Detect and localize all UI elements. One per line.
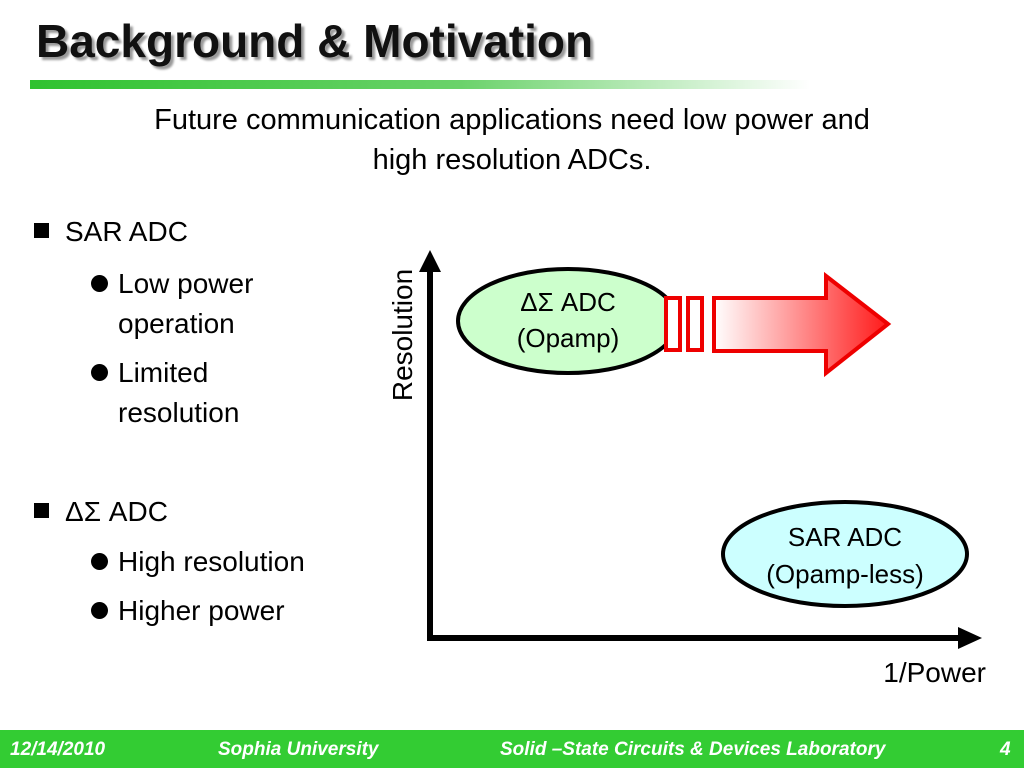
footer-date: 12/14/2010 <box>10 739 106 760</box>
delta-sigma-ellipse-line2: (Opamp) <box>517 323 620 353</box>
square-bullet-icon <box>34 503 49 518</box>
sar-ellipse-line1: SAR ADC <box>788 522 902 552</box>
subbullet-text: Limited resolution <box>118 357 240 428</box>
slide-subtitle: Future communication applications need l… <box>60 100 964 180</box>
footer-lab: Solid –State Circuits & Devices Laborato… <box>500 739 886 760</box>
subbullet-text: Higher power <box>118 595 285 626</box>
bullet-label: SAR ADC <box>65 216 188 247</box>
subtitle-line-2: high resolution ADCs. <box>372 144 652 176</box>
subbullet-low-power: Low power operation <box>91 264 308 344</box>
round-bullet-icon <box>91 602 108 619</box>
x-axis-arrowhead <box>958 627 982 649</box>
subtitle-line-1: Future communication applications need l… <box>154 104 870 136</box>
arrow-tail-bar-1 <box>664 296 682 352</box>
slide-title: Background & Motivation <box>36 15 594 67</box>
arrow-tail-bar-2 <box>686 296 704 352</box>
delta-sigma-adc-ellipse <box>456 267 680 375</box>
bullet-delta-sigma-adc: ΔΣ ADC <box>34 496 168 528</box>
footer-page-number: 4 <box>1000 739 1011 760</box>
bullet-label: ΔΣ ADC <box>65 496 168 527</box>
subbullet-limited-resolution: Limited resolution <box>91 353 308 433</box>
round-bullet-icon <box>91 553 108 570</box>
y-axis-arrowhead <box>419 250 441 272</box>
footer-university: Sophia University <box>218 739 379 760</box>
subbullet-text: High resolution <box>118 546 305 577</box>
y-axis-label: Resolution <box>387 269 418 401</box>
improvement-arrow <box>664 271 892 378</box>
sar-adc-ellipse <box>721 500 969 608</box>
subbullet-high-resolution: High resolution <box>91 542 305 582</box>
round-bullet-icon <box>91 364 108 381</box>
delta-sigma-ellipse-line1: ΔΣ ADC <box>520 287 616 317</box>
subbullet-text: Low power operation <box>118 268 254 339</box>
round-bullet-icon <box>91 275 108 292</box>
title-underline <box>30 80 810 89</box>
subbullet-higher-power: Higher power <box>91 591 285 631</box>
arrow-body <box>712 271 892 378</box>
square-bullet-icon <box>34 223 49 238</box>
footer-bar: 12/14/2010 Sophia University Solid –Stat… <box>0 730 1024 768</box>
bullet-sar-adc: SAR ADC <box>34 216 188 248</box>
x-axis-label: 1/Power <box>883 657 986 688</box>
sar-ellipse-line2: (Opamp-less) <box>766 559 923 589</box>
